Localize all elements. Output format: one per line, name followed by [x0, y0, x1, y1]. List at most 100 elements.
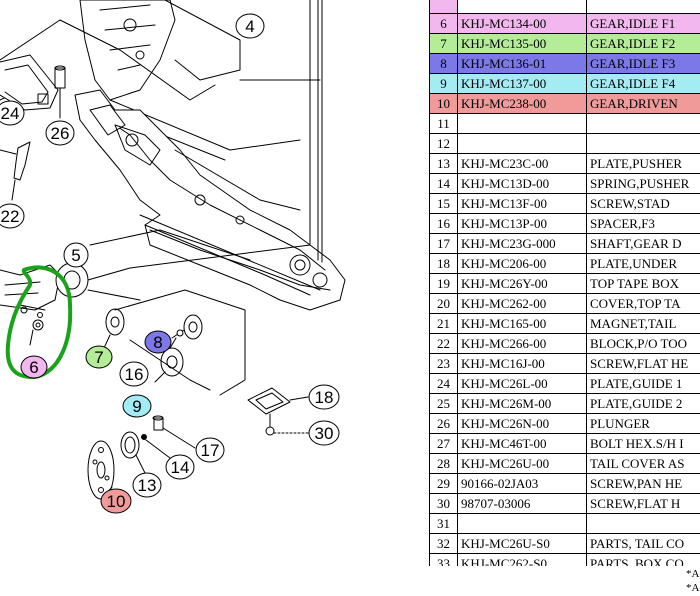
idle-gear-6-parts: [19, 304, 46, 346]
part-number-cell: KHJ-MC206-00: [457, 253, 587, 274]
item-number-cell: 7: [429, 33, 458, 54]
callout-label: 13: [138, 476, 157, 495]
part-number-cell: KHJ-MC134-00: [457, 13, 587, 34]
part-number-cell: KHJ-MC137-00: [457, 73, 587, 94]
item-number-cell: 21: [429, 313, 458, 334]
callout-14: 14: [165, 454, 195, 480]
description-cell: PLATE,GUIDE 2: [586, 393, 700, 414]
part-number-cell: 98707-03006: [457, 493, 587, 514]
part-number-cell: KHJ-MC136-01: [457, 53, 587, 74]
item-number-cell: 32: [429, 533, 458, 554]
table-row: 31: [429, 513, 700, 534]
description-cell: PLATE,UNDER: [586, 253, 700, 274]
part-number-cell: KHJ-MC26U-S0: [457, 533, 587, 554]
description-cell: GEAR,DRIVEN: [586, 93, 700, 114]
description-cell: GEAR,IDLE F1: [586, 13, 700, 34]
part-number-cell: KHJ-MC16J-00: [457, 353, 587, 374]
callout-17: 17: [195, 437, 225, 463]
part-number-cell: KHJ-MC238-00: [457, 93, 587, 114]
item-number-cell: 30: [429, 493, 458, 514]
item-number-cell: 28: [429, 453, 458, 474]
plunger-26: [54, 65, 66, 119]
callout-label: 16: [125, 365, 144, 384]
part-number-cell: KHJ-MC262-00: [457, 293, 587, 314]
item-number-cell: 10: [429, 93, 458, 114]
item-number-cell: 8: [429, 53, 458, 74]
note-2: *A: [686, 582, 700, 594]
callout-label: 17: [201, 441, 220, 460]
callout-18: 18: [308, 384, 340, 410]
description-cell: PLATE,GUIDE 1: [586, 373, 700, 394]
callout-4: 4: [235, 13, 265, 39]
block-22: [0, 141, 31, 201]
description-cell: PARTS, BOX CO: [586, 553, 700, 566]
part-number-cell: KHJ-MC165-00: [457, 313, 587, 334]
callout-9: 9: [122, 394, 152, 418]
screw-30: [265, 426, 309, 436]
part-number-cell: KHJ-MC26L-00: [457, 373, 587, 394]
callout-13: 13: [132, 472, 162, 498]
part-number-cell: KHJ-MC23C-00: [457, 153, 587, 174]
callout-label: 4: [245, 17, 254, 36]
part-number-cell: KHJ-MC135-00: [457, 33, 587, 54]
item-number-cell: 19: [429, 273, 458, 294]
item-number-cell: 31: [429, 513, 458, 534]
item-number-cell: 25: [429, 393, 458, 414]
description-cell: PARTS, TAIL CO: [586, 533, 700, 554]
callout-label: 7: [94, 348, 103, 367]
pusher-plate-13: [120, 431, 147, 476]
item-number-cell: 12: [429, 133, 458, 154]
part-number-cell: KHJ-MC262-S0: [457, 553, 587, 566]
item-number-cell: 24: [429, 373, 458, 394]
description-cell: [586, 133, 700, 154]
item-number-cell: 16: [429, 213, 458, 234]
callout-label: 10: [107, 492, 126, 511]
description-cell: SPRING,PUSHER: [586, 173, 700, 194]
part-number-cell: [457, 113, 587, 134]
marker-circle: [5, 265, 73, 380]
description-cell: PLUNGER: [586, 413, 700, 434]
part-number-cell: KHJ-MC26Y-00: [457, 273, 587, 294]
description-cell: SHAFT,GEAR D: [586, 233, 700, 254]
part-number-cell: 90166-02JA03: [457, 473, 587, 494]
item-number-cell: 11: [429, 113, 458, 134]
callout-label: 8: [153, 333, 162, 352]
description-cell: TOP TAPE BOX: [586, 273, 700, 294]
callout-label: 26: [51, 124, 70, 143]
part-number-cell: KHJ-MC23G-000: [457, 233, 587, 254]
callout-26: 26: [45, 120, 75, 146]
callout-10: 10: [100, 488, 132, 514]
item-number-cell: 33: [429, 553, 458, 566]
item-number-cell: 18: [429, 253, 458, 274]
callout-8: 8: [144, 330, 172, 354]
callout-label: 30: [315, 424, 334, 443]
description-cell: SCREW,FLAT HE: [586, 353, 700, 374]
callout-7: 7: [85, 345, 113, 369]
part-number-cell: KHJ-MC13D-00: [457, 173, 587, 194]
callout-label: 6: [29, 358, 38, 377]
item-number-cell: 23: [429, 353, 458, 374]
description-cell: MAGNET,TAIL: [586, 313, 700, 334]
feeder-main-frame: [74, 0, 346, 311]
item-number-cell: 27: [429, 433, 458, 454]
pusher-spring-14: [141, 434, 171, 459]
